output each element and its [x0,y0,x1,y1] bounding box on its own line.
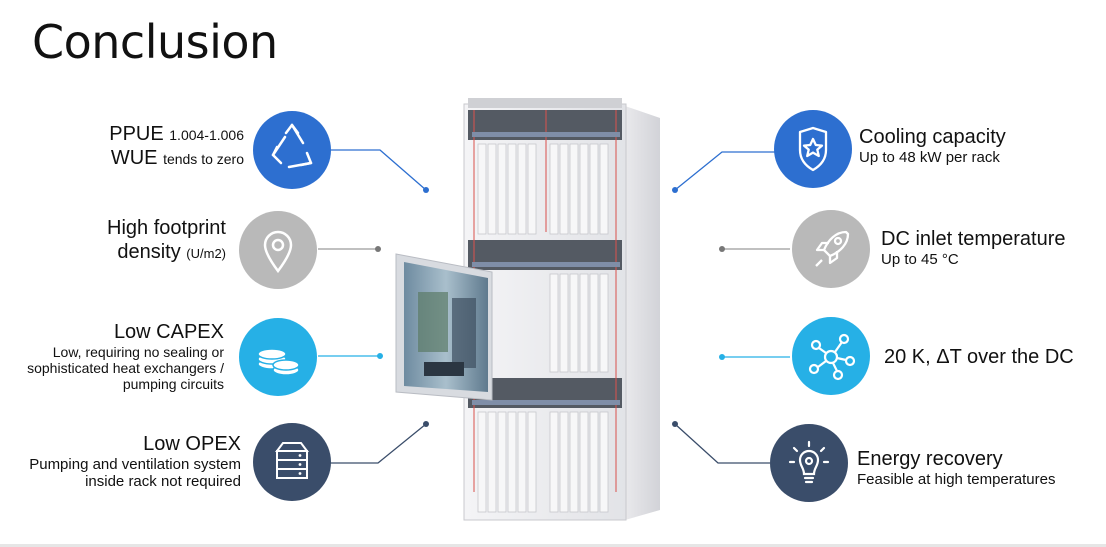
connector-line-energy [674,423,770,464]
bottom-border [0,544,1106,547]
capex-desc-line1: Low, requiring no sealing or [52,344,224,360]
slide-title: Conclusion [32,15,278,69]
cooling-title: Cooling capacity [859,126,1006,148]
server-rack-image [395,98,660,521]
rocket-icon [792,210,870,288]
connector-dot [423,421,429,427]
connector-dot [672,421,678,427]
opex-desc-line1: Pumping and ventilation system [29,456,241,473]
energy-title: Energy recovery [857,448,1003,470]
energy-desc: Feasible at high temperatures [857,471,1056,488]
delta-t-title: 20 K, ΔT over the DC [884,346,1074,368]
inlet-text: DC inlet temperature Up to 45 °C [881,227,1101,268]
connector-line-opex [318,423,427,464]
network-icon [792,317,870,395]
wue-label: WUE [110,147,158,169]
cooling-desc: Up to 48 kW per rack [859,149,1000,166]
footprint-text: High footprint density (U/m2) [6,216,226,266]
cooling-text: Cooling capacity Up to 48 kW per rack [859,125,1099,166]
opex-title: Low OPEX [143,433,241,455]
map-pin-icon [239,211,317,289]
wue-value: tends to zero [163,151,244,167]
capex-title: Low CAPEX [113,321,224,343]
connector-dot [377,353,383,359]
ppue-label: PPUE [109,123,164,145]
footprint-title-line1: High footprint [107,217,226,239]
lightbulb-gear-icon [770,424,848,502]
connector-line-cooling [674,151,790,191]
capex-desc-line3: pumping circuits [122,376,224,392]
opex-text: Low OPEX Pumping and ventilation system … [0,432,241,490]
footprint-unit: (U/m2) [186,246,226,261]
ppue-text: PPUE 1.004-1.006 WUE tends to zero [14,122,244,170]
inlet-title: DC inlet temperature [881,228,1066,250]
energy-text: Energy recovery Feasible at high tempera… [857,447,1102,488]
recycle-icon [253,111,331,189]
opex-desc-line2: inside rack not required [85,473,241,490]
connector-dot [375,246,381,252]
connector-dot [672,187,678,193]
connector-dot [719,246,725,252]
inlet-desc: Up to 45 °C [881,251,959,268]
capex-text: Low CAPEX Low, requiring no sealing or s… [0,320,224,392]
footprint-title-line2: density [117,241,181,263]
server-icon [253,423,331,501]
ppue-value: 1.004-1.006 [169,127,244,143]
connector-dot [423,187,429,193]
shield-star-icon [774,110,852,188]
coins-icon [239,318,317,396]
connector-line-ppue [318,149,427,191]
capex-desc-line2: sophisticated heat exchangers / [27,360,224,376]
connector-dot [719,354,725,360]
